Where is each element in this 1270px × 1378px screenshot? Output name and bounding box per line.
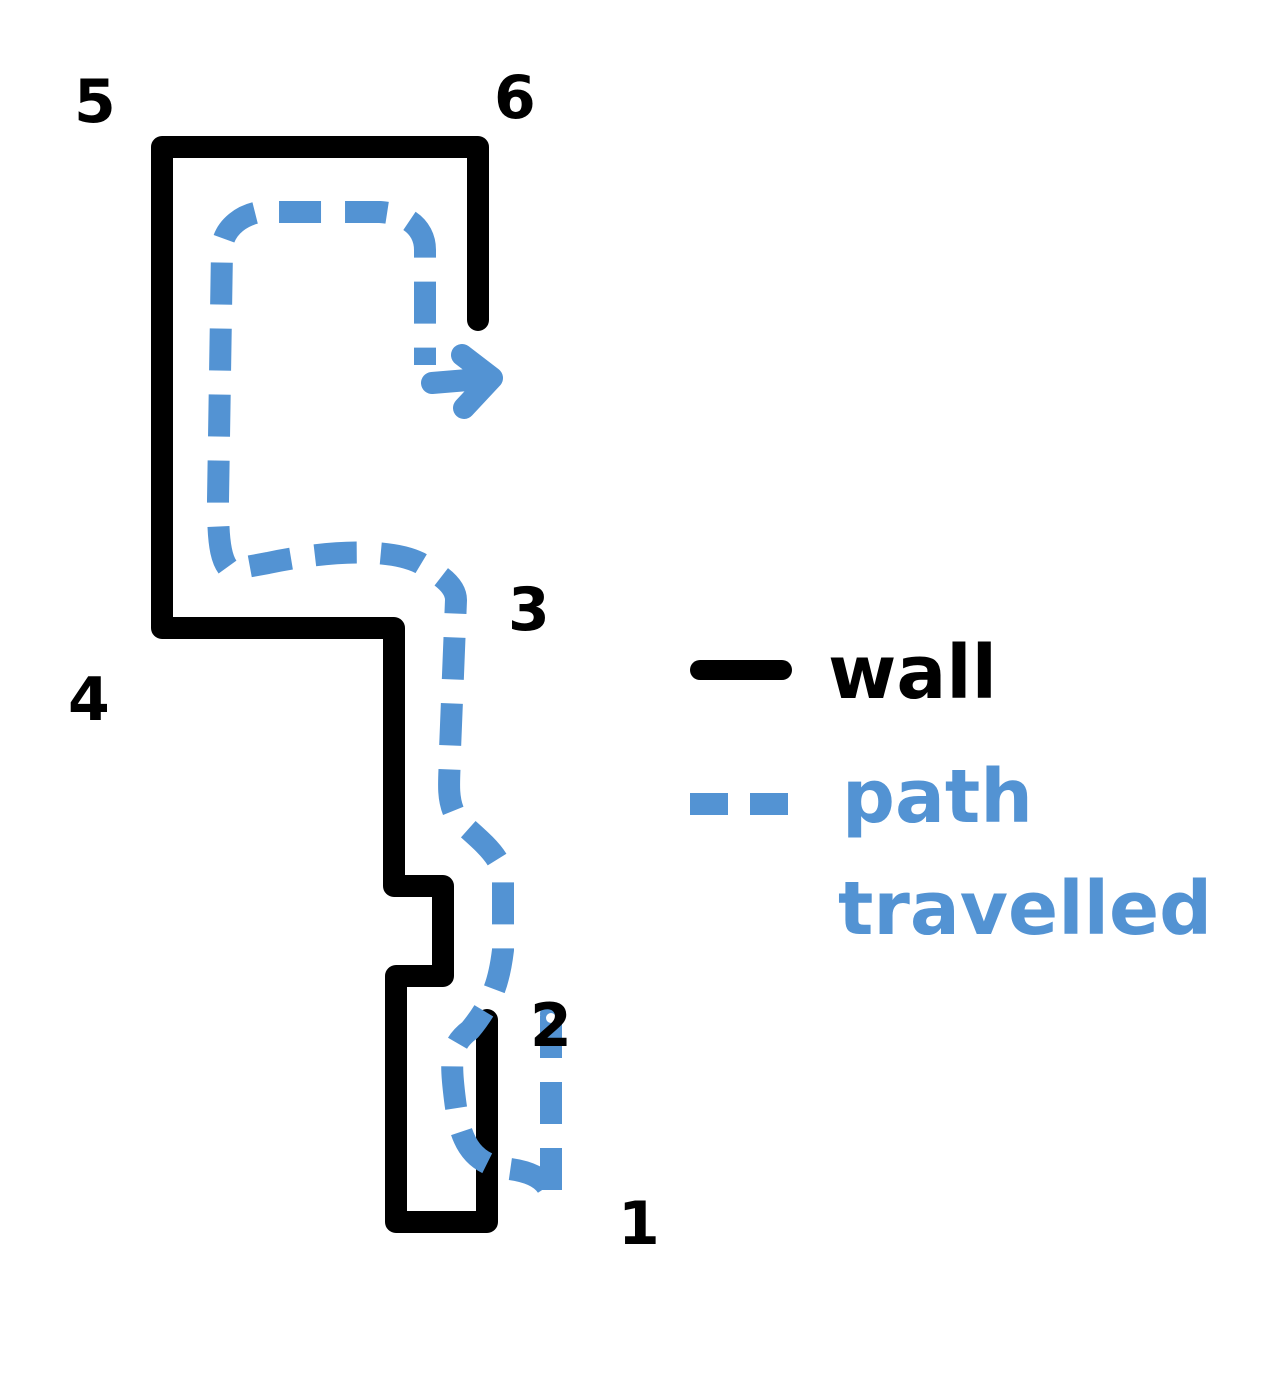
legend-path-label-line1: path xyxy=(842,754,1033,840)
legend: wall path travelled xyxy=(690,630,1212,952)
corner-label-5: 5 xyxy=(74,67,116,137)
corner-label-3: 3 xyxy=(508,575,550,645)
corner-label-4: 4 xyxy=(68,665,110,735)
corner-label-1: 1 xyxy=(618,1189,660,1259)
arrowhead-icon xyxy=(421,344,503,419)
wall-line xyxy=(151,136,498,1233)
path-travelled-line xyxy=(207,201,562,1211)
path-start-dot-highlight xyxy=(546,1013,556,1023)
corner-label-6: 6 xyxy=(494,63,536,133)
legend-path-label-line2: travelled xyxy=(838,866,1212,952)
legend-wall-label: wall xyxy=(828,630,997,716)
corner-label-2: 2 xyxy=(530,991,572,1061)
